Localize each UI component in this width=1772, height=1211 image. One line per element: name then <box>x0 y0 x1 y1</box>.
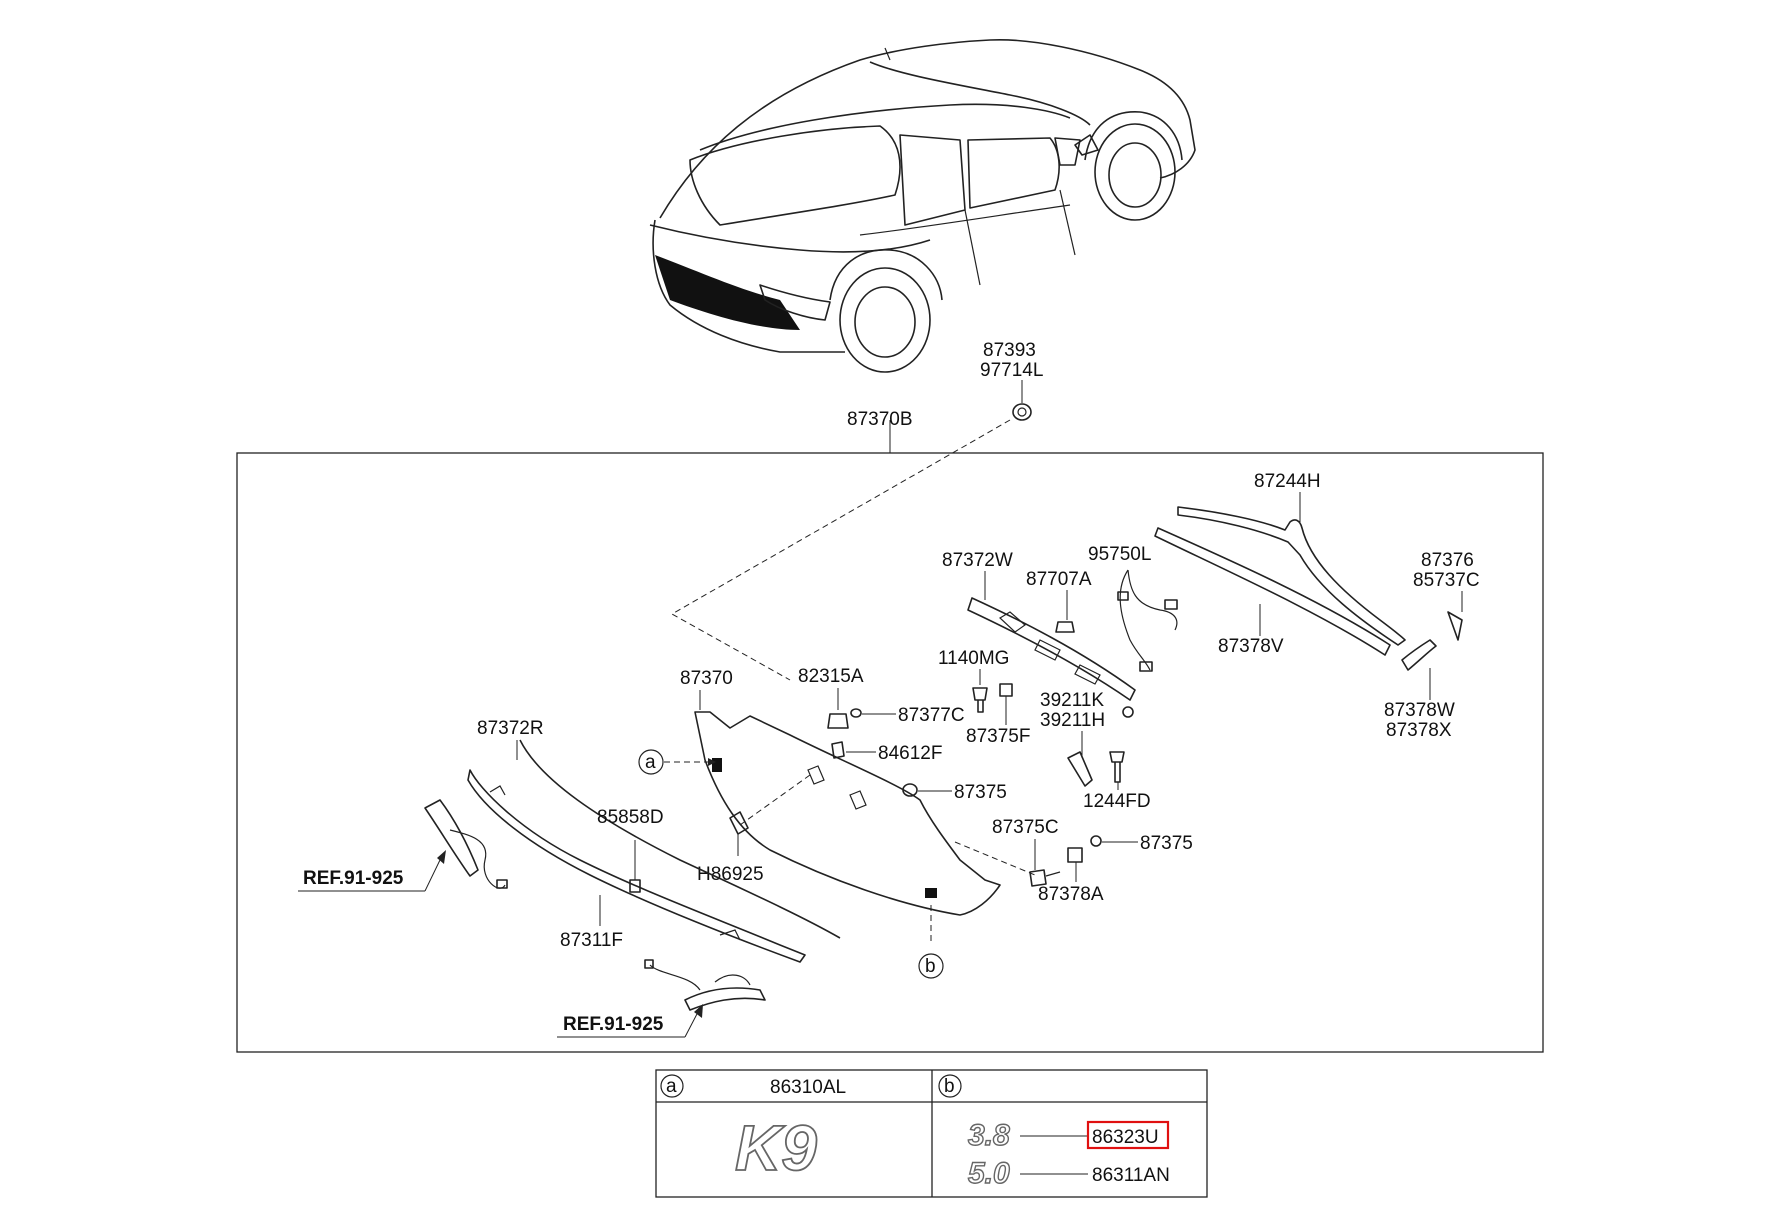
legend-b-badge <box>938 1074 962 1098</box>
pad-87375F <box>999 683 1013 697</box>
label-87375-a[interactable]: 87375 <box>954 782 1007 803</box>
garnish-87370 <box>694 711 1001 916</box>
label-87377C[interactable]: 87377C <box>898 705 965 726</box>
k9-emblem: K9 <box>735 1112 817 1184</box>
grommet-87375-a <box>902 783 918 797</box>
nut-87375C <box>1029 869 1047 887</box>
label-85858D[interactable]: 85858D <box>597 807 664 828</box>
bolt-1244FD <box>1109 751 1125 783</box>
callout-b[interactable] <box>918 953 944 979</box>
legend-table: a 86310AL K9 b 3.8 86323U 5.0 86311AN <box>655 1069 1208 1198</box>
label-87370B[interactable]: 87370B <box>847 409 913 430</box>
cap-H86925 <box>729 811 749 835</box>
clip-85858D <box>629 879 641 893</box>
legend-a-badge <box>660 1074 684 1098</box>
label-87393[interactable]: 87393 <box>983 340 1036 361</box>
badge-3-8: 3.8 <box>968 1119 1010 1152</box>
callout-b-letter: b <box>925 956 936 977</box>
label-87378V[interactable]: 87378V <box>1218 636 1284 657</box>
label-87378A[interactable]: 87378A <box>1038 884 1104 905</box>
callout-a[interactable] <box>638 749 664 775</box>
legend-b-part-86323U[interactable]: 86323U <box>1092 1127 1159 1148</box>
label-1244FD[interactable]: 1244FD <box>1083 791 1151 812</box>
strip-87372R <box>519 739 841 939</box>
callout-a-letter: a <box>645 752 656 773</box>
label-87707A[interactable]: 87707A <box>1026 569 1092 590</box>
lamp-right <box>644 959 766 1011</box>
label-87378X[interactable]: 87378X <box>1386 720 1452 741</box>
clip-87707A <box>1055 621 1075 633</box>
label-87375C[interactable]: 87375C <box>992 817 1059 838</box>
grommet-87375-b <box>1090 835 1102 847</box>
label-87375F[interactable]: 87375F <box>966 726 1030 747</box>
ref-91-925-right[interactable]: REF.91-925 <box>563 1014 664 1035</box>
label-H86925[interactable]: H86925 <box>697 864 764 885</box>
legend-a-letter: a <box>666 1076 677 1097</box>
label-87370[interactable]: 87370 <box>680 668 733 689</box>
legend-b-letter: b <box>944 1076 955 1097</box>
label-95750L[interactable]: 95750L <box>1088 544 1151 565</box>
badge-5-0: 5.0 <box>968 1157 1010 1190</box>
label-87376[interactable]: 87376 <box>1421 550 1474 571</box>
label-39211K[interactable]: 39211K <box>1040 690 1104 711</box>
ref-91-925-left[interactable]: REF.91-925 <box>303 868 404 889</box>
screw-1140MG <box>972 687 988 713</box>
label-87375-b[interactable]: 87375 <box>1140 833 1193 854</box>
grommet-87393 <box>1012 403 1032 421</box>
label-84612F[interactable]: 84612F <box>878 743 942 764</box>
label-87244H[interactable]: 87244H <box>1254 471 1321 492</box>
label-82315A[interactable]: 82315A <box>798 666 864 687</box>
highlight-86323U <box>1086 1120 1170 1150</box>
label-1140MG[interactable]: 1140MG <box>938 648 1009 669</box>
label-39211H[interactable]: 39211H <box>1040 710 1105 731</box>
car-illustration <box>649 38 1196 373</box>
label-87378W[interactable]: 87378W <box>1384 700 1455 721</box>
molding-87378V <box>1154 527 1391 656</box>
label-85737C[interactable]: 85737C <box>1413 570 1480 591</box>
nut-87378A <box>1067 847 1083 863</box>
washer-87377C <box>850 708 862 718</box>
molding-87244H <box>1177 506 1406 646</box>
clip-84612F <box>831 741 845 759</box>
garnish-87372W <box>967 597 1136 701</box>
legend-b-part-86311AN[interactable]: 86311AN <box>1092 1165 1170 1186</box>
label-97714L[interactable]: 97714L <box>980 360 1043 381</box>
label-87311F[interactable]: 87311F <box>560 930 623 951</box>
nut-82315A <box>827 713 849 729</box>
cap-87376 <box>1447 611 1463 641</box>
bar-87311F <box>467 769 806 963</box>
label-87372R[interactable]: 87372R <box>477 718 544 739</box>
lamp-left <box>424 799 508 889</box>
bracket-39211 <box>1067 751 1093 787</box>
trim-87378W <box>1401 639 1437 671</box>
legend-a-part[interactable]: 86310AL <box>770 1077 846 1098</box>
wiring-95750L <box>1117 569 1178 672</box>
label-87372W[interactable]: 87372W <box>942 550 1013 571</box>
